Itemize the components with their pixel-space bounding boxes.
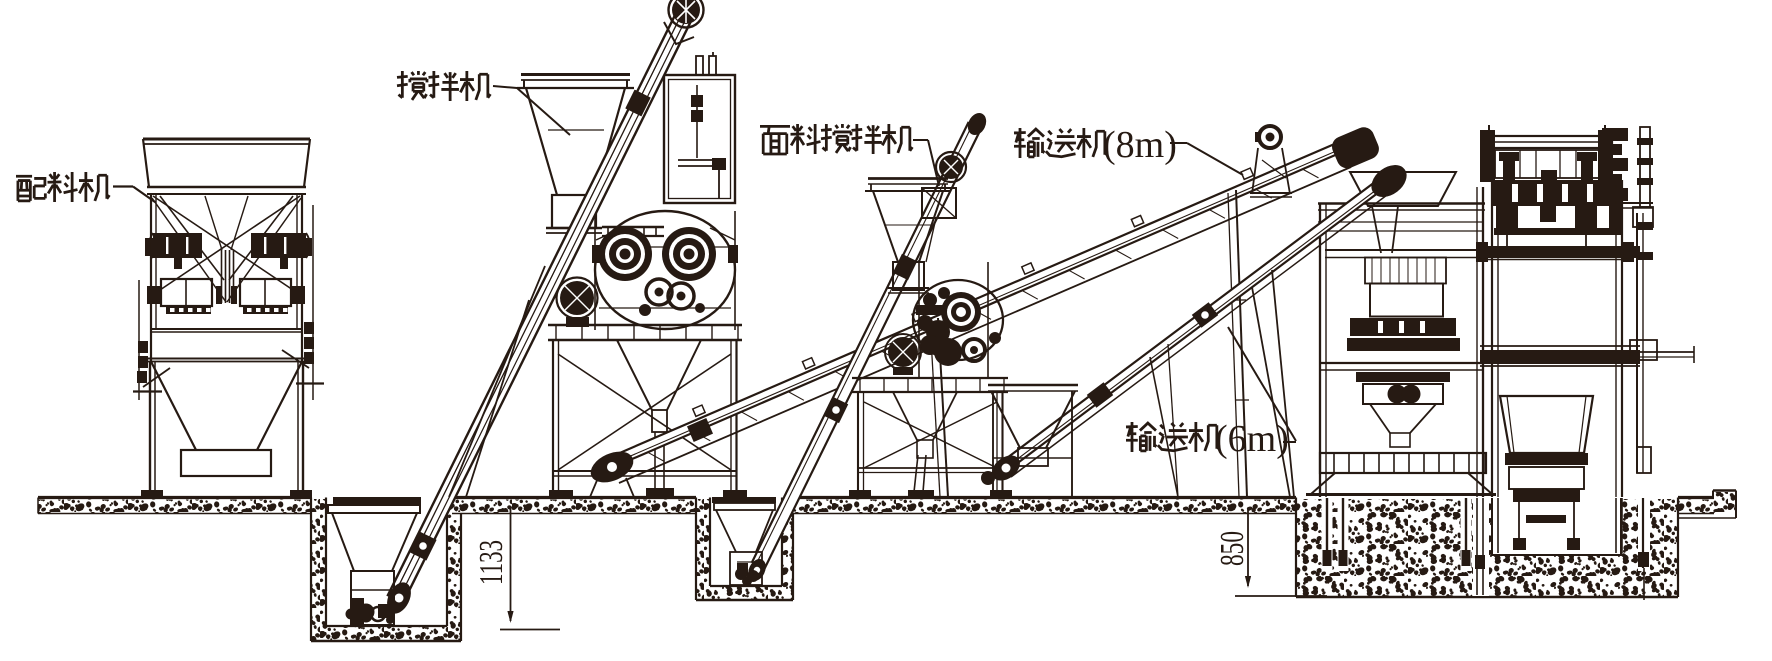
svg-text:850: 850 bbox=[1214, 531, 1251, 566]
svg-text:(8m): (8m) bbox=[1103, 124, 1177, 166]
svg-text:(6m): (6m) bbox=[1215, 418, 1289, 460]
svg-text:1133: 1133 bbox=[473, 540, 510, 585]
